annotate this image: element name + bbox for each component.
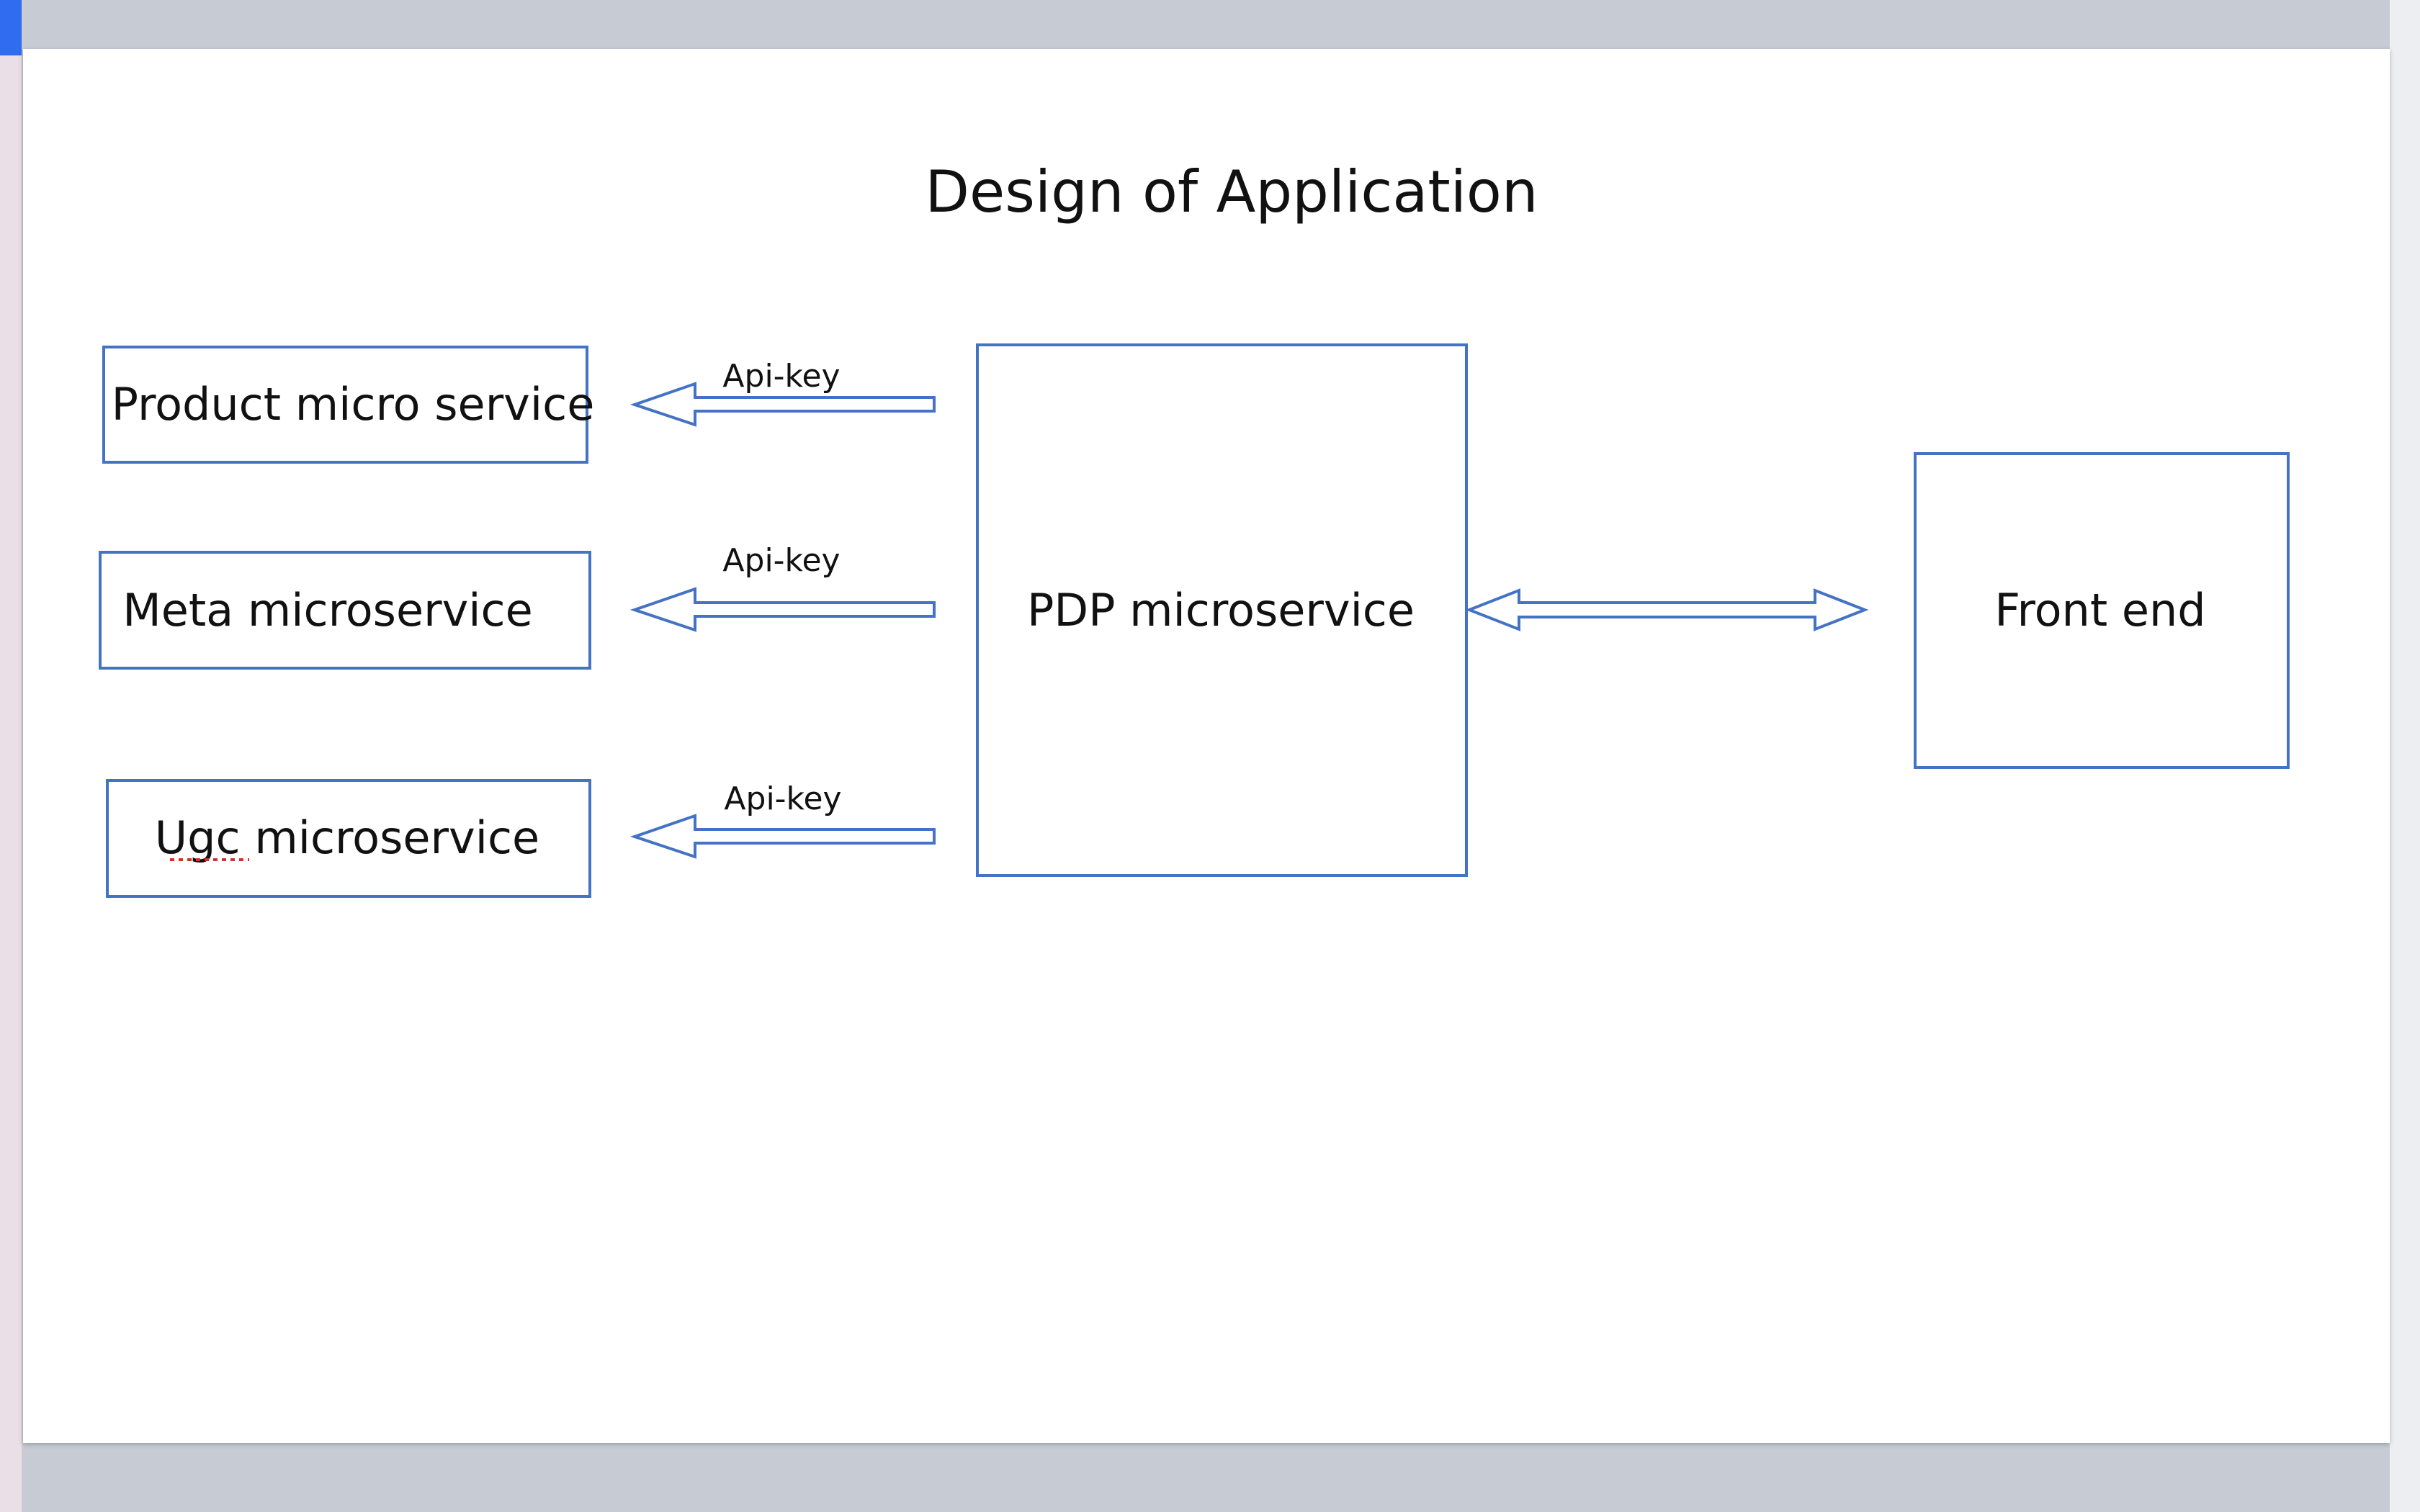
node-front-end[interactable]: Front end bbox=[1914, 452, 2290, 769]
node-product-micro-service[interactable]: Product micro service bbox=[102, 346, 595, 464]
node-pdp-microservice[interactable]: PDP microservice bbox=[976, 343, 1468, 877]
node-ugc-label-part2: microservice bbox=[241, 811, 540, 864]
node-pdp-label: PDP microservice bbox=[1027, 584, 1415, 636]
node-frontend-label: Front end bbox=[1994, 584, 2205, 636]
diagram-title[interactable]: Design of Application bbox=[925, 158, 1538, 225]
edge-pdp-to-ugc[interactable]: Api-key bbox=[629, 780, 936, 859]
left-arrow-icon bbox=[629, 382, 936, 427]
edge-label-api-key-3: Api-key bbox=[724, 780, 841, 817]
double-arrow-icon bbox=[1465, 588, 1869, 631]
node-meta-label: Meta microservice bbox=[122, 584, 533, 636]
node-ugc-label-part1: Ugc bbox=[155, 811, 241, 864]
vertical-scrollbar[interactable] bbox=[2390, 0, 2420, 1512]
edge-label-api-key-1: Api-key bbox=[722, 358, 840, 395]
node-ugc-label: Ugc microservice bbox=[155, 811, 539, 864]
edge-label-api-key-2: Api-key bbox=[722, 542, 840, 579]
selected-slide-indicator bbox=[0, 0, 22, 55]
slide-canvas[interactable] bbox=[23, 49, 2390, 1443]
left-arrow-icon bbox=[629, 814, 936, 859]
edge-pdp-to-meta[interactable]: Api-key bbox=[629, 542, 936, 632]
edge-pdp-frontend[interactable] bbox=[1465, 588, 1869, 631]
node-meta-microservice[interactable]: Meta microservice bbox=[99, 551, 591, 670]
left-arrow-icon bbox=[629, 587, 936, 632]
edge-pdp-to-product[interactable]: Api-key bbox=[629, 358, 936, 427]
slide-thumbnail-panel[interactable] bbox=[0, 0, 22, 1512]
node-product-label: Product micro service bbox=[112, 378, 595, 431]
node-ugc-microservice[interactable]: Ugc microservice bbox=[106, 779, 591, 898]
